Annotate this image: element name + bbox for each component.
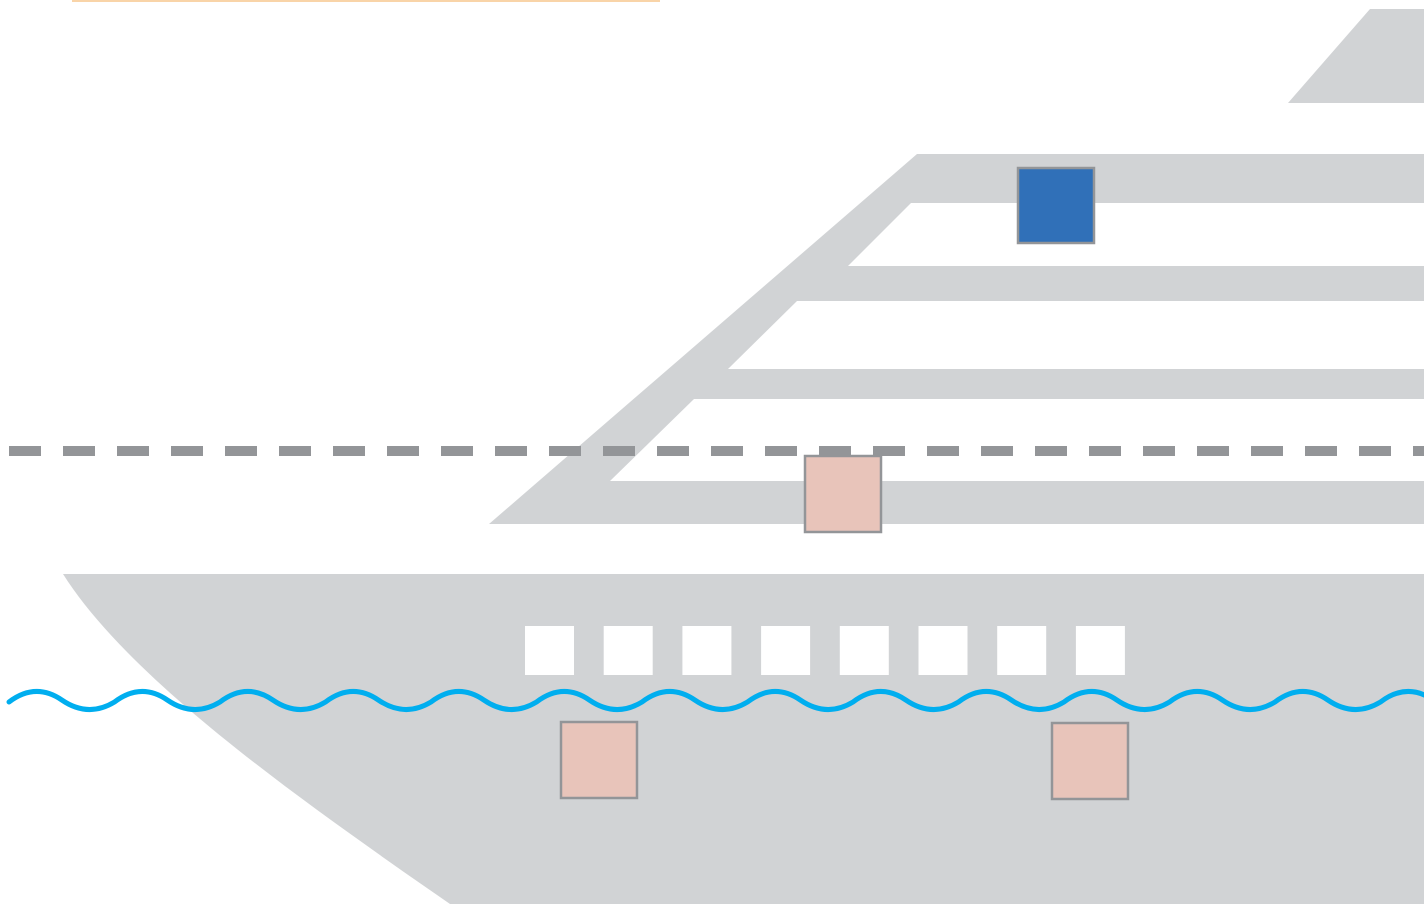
hull-window <box>918 626 968 675</box>
top-accent-line <box>72 0 660 2</box>
hull-window <box>682 626 732 675</box>
marker-blue <box>1016 166 1096 245</box>
marker-pink-left <box>559 720 639 800</box>
hull-window <box>839 626 889 675</box>
ship-funnel <box>1288 9 1424 103</box>
hull-windows <box>525 626 1125 675</box>
hull-window <box>1075 626 1125 675</box>
hull-window <box>761 626 811 675</box>
hull-window <box>603 626 653 675</box>
deck-stripe-3 <box>610 399 1424 481</box>
ship-superstructure <box>489 154 1424 524</box>
marker-pink-right <box>1050 721 1130 801</box>
hull-window <box>525 626 574 675</box>
deck-stripe-1 <box>848 203 1424 266</box>
hull-window <box>997 626 1047 675</box>
ship-hull <box>63 574 1424 904</box>
waterline-wave <box>6 689 1424 712</box>
deck-stripe-2 <box>728 301 1424 369</box>
marker-pink-upper <box>803 454 883 534</box>
